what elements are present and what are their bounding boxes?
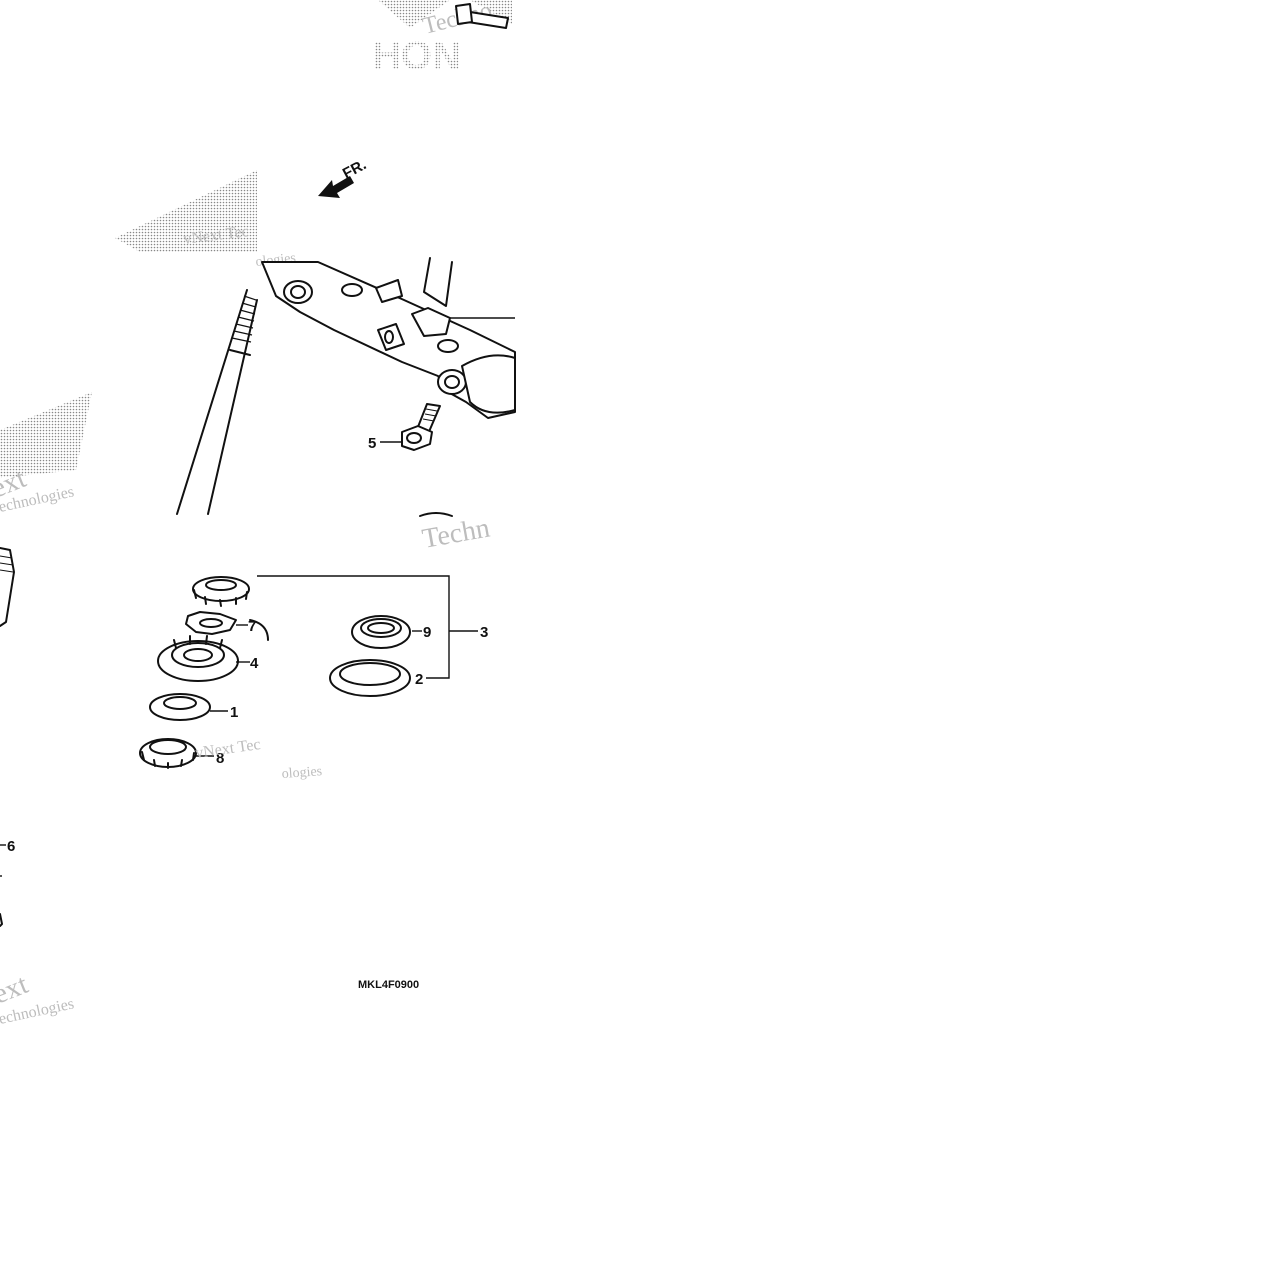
lock-washer [185,611,237,635]
edge-fragments [0,875,3,927]
dust-seal [149,693,211,721]
ring-edge [249,619,269,641]
bolt-fragment-top [455,3,509,29]
lower-bearing [139,738,197,769]
stem-fragment-lower-left [0,547,15,627]
brand-watermark-top: HON Techno [372,0,512,78]
callout-9: 9 [423,624,431,641]
watermark-wing-left: ext echnologies [0,392,92,516]
adjusting-nut [192,576,250,607]
brand-text: HON [372,34,461,78]
front-direction-label: FR. [340,156,369,182]
callout-3: 3 [480,624,488,641]
outer-race [329,659,411,697]
callout-8: 8 [216,750,224,767]
watermark-text: Techn [420,513,492,555]
watermark-lower-left: ext echnologies [0,969,76,1028]
leader-lines [0,441,478,846]
upper-bearing [351,615,411,649]
watermark-text: vNext Tec [194,736,261,762]
part-code: MKL4F0900 [358,979,419,991]
watermark-lower-mid: vNext Tec ologies [194,736,322,782]
steering-stem-shaft [176,289,258,515]
callout-4: 4 [250,655,259,672]
clip-arc [419,512,453,517]
callout-7: 7 [248,618,256,635]
callout-1: 1 [230,704,238,721]
front-direction-arrow: FR. [318,156,369,198]
callout-2: 2 [415,671,423,688]
callout-labels: 1 2 3 4 5 6 7 8 9 [7,435,488,855]
watermark-wing-mid: vNext Tec ologies [115,170,297,270]
callout-5: 5 [368,435,376,452]
top-bridge [261,257,516,419]
watermark-text: ologies [281,764,322,782]
pinch-bolt [401,403,441,451]
callout-6: 6 [7,838,15,855]
bearing-adjuster-ring [157,635,239,682]
